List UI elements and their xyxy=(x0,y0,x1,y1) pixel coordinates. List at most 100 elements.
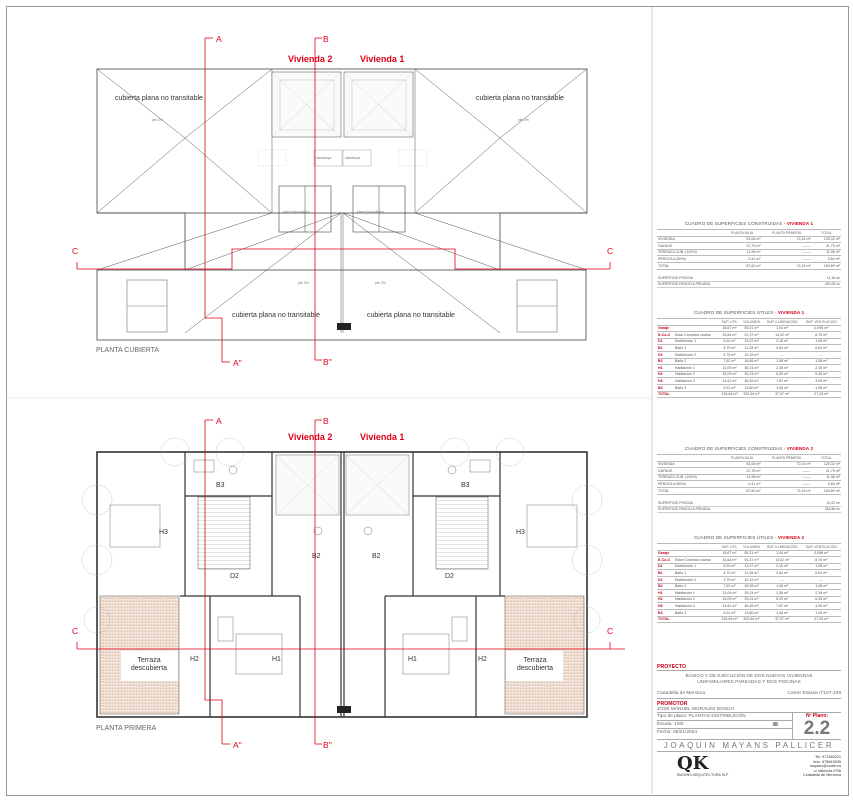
drawing-frame xyxy=(6,6,849,796)
room-h3-right: H3 xyxy=(516,529,525,536)
proyecto-text: BÁSICO Y DE EJECUCIÓN DE DOS NUEVAS VIVI… xyxy=(685,674,813,685)
section-b-top: B xyxy=(323,34,329,44)
promotor-label: PROMOTOR xyxy=(657,701,688,707)
roof-plan: cubierta plana no transitable cubierta p… xyxy=(96,54,588,354)
scale: Escala: 1/80 xyxy=(657,721,792,729)
placa-2: placa fotovoltaica xyxy=(357,210,384,214)
room-b2-right: B2 xyxy=(372,553,381,560)
slope-3: pte 2% xyxy=(298,281,309,285)
room-h1-right: H1 xyxy=(408,656,417,663)
slope-4: pte 2% xyxy=(375,281,386,285)
vivienda-2-top: Vivienda 2 xyxy=(288,54,332,64)
table-row: PÉRGOLA (50%)0,41 m²-------0,64 m² xyxy=(657,480,841,488)
roof-plan-title: PLANTA CUBIERTA xyxy=(96,347,159,354)
vivienda-1-bottom: Vivienda 1 xyxy=(360,432,404,442)
section-a2-bottom: A'' xyxy=(233,740,242,750)
section-a-top: A xyxy=(216,34,222,44)
location: Ciutadella de Menorca xyxy=(657,691,705,696)
section-a-bottom: A xyxy=(216,416,222,426)
roof-label-left: cubierta plana no transitable xyxy=(115,95,203,102)
table-useful-2: CUADRO DE SUPERFICIES ÚTILES - VIVIENDA … xyxy=(657,533,841,624)
roof-label-bottom-right: cubierta plana no transitable xyxy=(367,312,455,319)
plan-type: Tipo de plano: PLANTAS DISTRIBUCIÓN xyxy=(657,713,792,721)
first-floor-plan: B3 B3 H3 H3 B2 B2 D2 D2 H2 H2 H1 H1 Terr… xyxy=(81,432,603,732)
section-b-bottom: B xyxy=(323,416,329,426)
room-h1-left: H1 xyxy=(272,656,281,663)
date: Fecha: 05/01/2024 xyxy=(657,730,698,735)
slope-2: pte 2% xyxy=(518,118,529,122)
room-h3-left: H3 xyxy=(159,529,168,536)
section-c-right-bottom: C xyxy=(607,626,613,636)
vivienda-2-bottom: Vivienda 2 xyxy=(288,432,332,442)
room-b3-left: B3 xyxy=(216,482,225,489)
room-b2-left: B2 xyxy=(312,553,321,560)
plano-label: Nº Plano: xyxy=(805,713,829,719)
room-h2-right: H2 xyxy=(478,656,487,663)
address: Carrer Eivissa nº107-109 xyxy=(787,691,841,696)
title-block: PROYECTO BÁSICO Y DE EJECUCIÓN DE DOS NU… xyxy=(657,664,841,778)
section-c-left-bottom: C xyxy=(72,626,78,636)
proyecto-label: PROYECTO xyxy=(657,664,841,671)
table-row: TERRAZA CUB. (100%)11,98 m²-------11,98 … xyxy=(657,474,841,482)
placa-1: placa fotovoltaica xyxy=(283,210,310,214)
section-c-right-top: C xyxy=(607,246,613,256)
roof-label-right: cubierta plana no transitable xyxy=(476,95,564,102)
table-constructed-1: CUADRO DE SUPERFICIES CONSTRUIDAS - VIVI… xyxy=(657,221,841,289)
section-a2-top: A'' xyxy=(233,358,242,368)
section-b2-bottom: B'' xyxy=(323,740,332,750)
slope-1: pte 2% xyxy=(152,118,163,122)
roof-label-bottom-left: cubierta plana no transitable xyxy=(232,312,320,319)
table-constructed-2: CUADRO DE SUPERFICIES CONSTRUIDAS - VIVI… xyxy=(657,446,841,514)
promotor-name: JOSÉ MANUEL MORALES BOSCH xyxy=(657,707,841,713)
plano-number: 2.2 xyxy=(803,718,831,739)
table-useful-1: CUADRO DE SUPERFICIES ÚTILES - VIVIENDA … xyxy=(657,308,841,399)
first-floor-title: PLANTA PRIMERA xyxy=(96,725,156,732)
table-row: TERRAZA CUB. (100%)11,98 m²-------11,98 … xyxy=(657,249,841,257)
section-c-left-top: C xyxy=(72,246,78,256)
claraboya-2: claraboya xyxy=(345,156,360,160)
section-lines xyxy=(76,37,625,745)
terrace-right: Terraza descubierta xyxy=(516,657,554,672)
firm-name: MAYANS ARQUITECTURA SLP xyxy=(677,773,729,778)
section-b2-top: B'' xyxy=(323,357,332,367)
room-d2-right: D2 xyxy=(445,573,454,580)
claraboya-1: claraboya xyxy=(316,156,331,160)
architect-name: JOAQUIN MAYANS PALLICER xyxy=(657,739,841,752)
firm-logo: QK xyxy=(677,753,709,775)
room-b3-right: B3 xyxy=(461,482,470,489)
